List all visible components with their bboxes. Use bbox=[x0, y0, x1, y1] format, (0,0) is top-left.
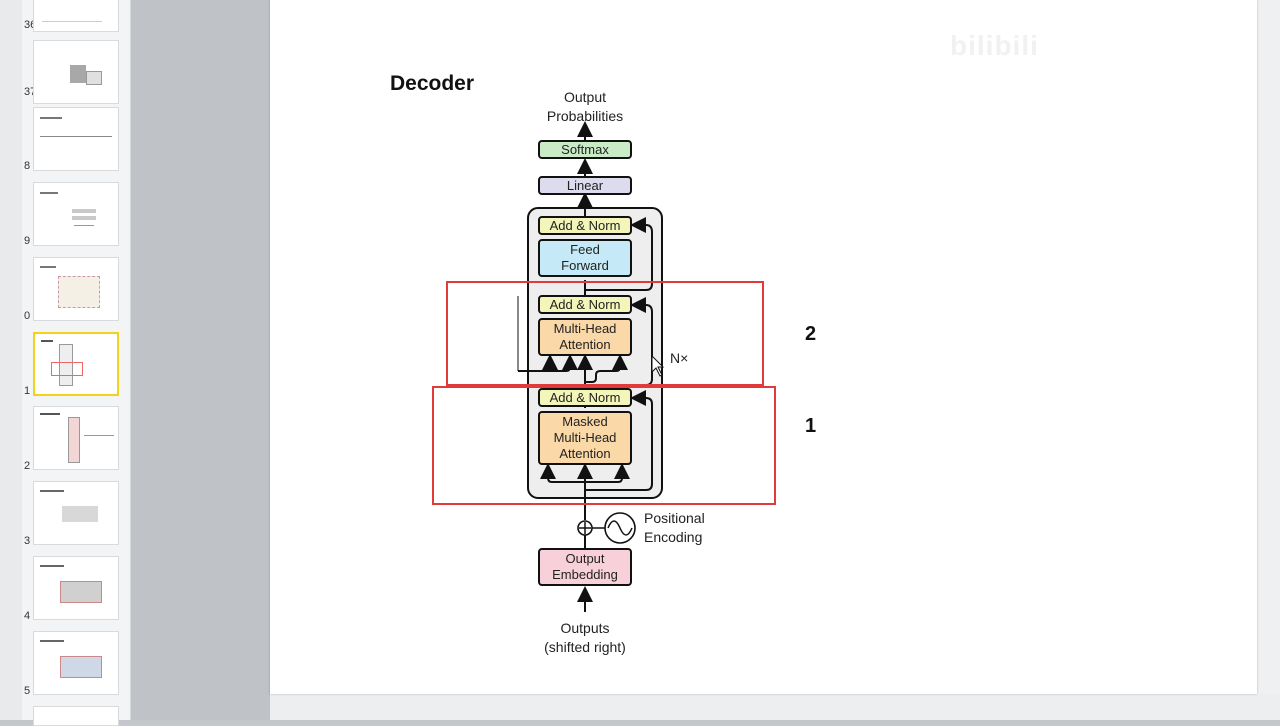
highlight-box-2 bbox=[446, 281, 764, 386]
slide-number: 3 bbox=[24, 535, 31, 547]
softmax-box bbox=[538, 140, 632, 159]
canvas-right-edge bbox=[1257, 0, 1280, 694]
highlight-box-1 bbox=[432, 386, 776, 505]
output-embedding-label: Output Embedding bbox=[552, 551, 618, 582]
softmax-label: Softmax bbox=[561, 141, 609, 157]
slide-thumbnail[interactable] bbox=[33, 0, 119, 32]
slide-thumbnail-active[interactable] bbox=[33, 332, 119, 396]
add-norm-box bbox=[538, 388, 632, 407]
output-embedding-box bbox=[538, 548, 632, 586]
slide-number: 8 bbox=[24, 160, 31, 172]
add-norm-label: Add & Norm bbox=[549, 296, 621, 312]
bilibili-watermark: bilibili bbox=[950, 30, 1039, 61]
slide-number: 9 bbox=[24, 235, 31, 247]
masked-multi-head-attention-label: Masked Multi-Head Attention bbox=[553, 414, 617, 461]
annotation-label-1: 1 bbox=[805, 415, 817, 437]
slide-title: Decoder bbox=[390, 72, 475, 95]
outputs-label: Outputs (shifted right) bbox=[544, 620, 626, 655]
slide-number: 1 bbox=[24, 385, 31, 397]
canvas-bottom-bar bbox=[270, 694, 1280, 720]
positional-encoding-label: Positional Encoding bbox=[644, 510, 705, 545]
slide-thumbnail[interactable] bbox=[33, 182, 119, 246]
slide-thumbnail[interactable] bbox=[33, 706, 119, 726]
masked-multi-head-attention-box bbox=[538, 411, 632, 465]
slide-canvas[interactable]: bilibili Decoder bbox=[270, 0, 1257, 694]
add-norm-box bbox=[538, 216, 632, 235]
add-norm-label: Add & Norm bbox=[549, 217, 621, 233]
annotation-label-2: 2 bbox=[805, 323, 817, 345]
slide-thumbnail[interactable] bbox=[33, 107, 119, 171]
window-left-edge bbox=[0, 0, 22, 720]
feed-forward-box bbox=[538, 239, 632, 277]
multi-head-attention-label: Multi-Head Attention bbox=[553, 321, 617, 352]
slide-thumbnail[interactable] bbox=[33, 631, 119, 695]
nx-label: N× bbox=[670, 350, 689, 366]
slide-number: 0 bbox=[24, 310, 31, 322]
linear-box bbox=[538, 176, 632, 195]
slide-thumbnail[interactable] bbox=[33, 406, 119, 470]
decoder-diagram bbox=[432, 121, 776, 612]
multi-head-attention-box bbox=[538, 318, 632, 356]
feed-forward-label: Feed Forward bbox=[561, 242, 609, 273]
slide-thumbnail-pane[interactable]: 36 37 8 9 0 1 2 3 bbox=[22, 0, 131, 726]
output-probabilities-label: Output Probabilities bbox=[546, 89, 624, 124]
slide-thumbnail[interactable] bbox=[33, 40, 119, 104]
add-norm-label: Add & Norm bbox=[549, 389, 621, 405]
slide-number: 4 bbox=[24, 610, 31, 622]
slide-thumbnail[interactable] bbox=[33, 556, 119, 620]
slide-thumbnail[interactable] bbox=[33, 257, 119, 321]
add-norm-box bbox=[538, 295, 632, 314]
mouse-cursor-icon bbox=[651, 354, 665, 377]
slide-number: 2 bbox=[24, 460, 31, 472]
slide-number: 5 bbox=[24, 685, 31, 697]
slide-thumbnail[interactable] bbox=[33, 481, 119, 545]
linear-label: Linear bbox=[566, 177, 604, 193]
